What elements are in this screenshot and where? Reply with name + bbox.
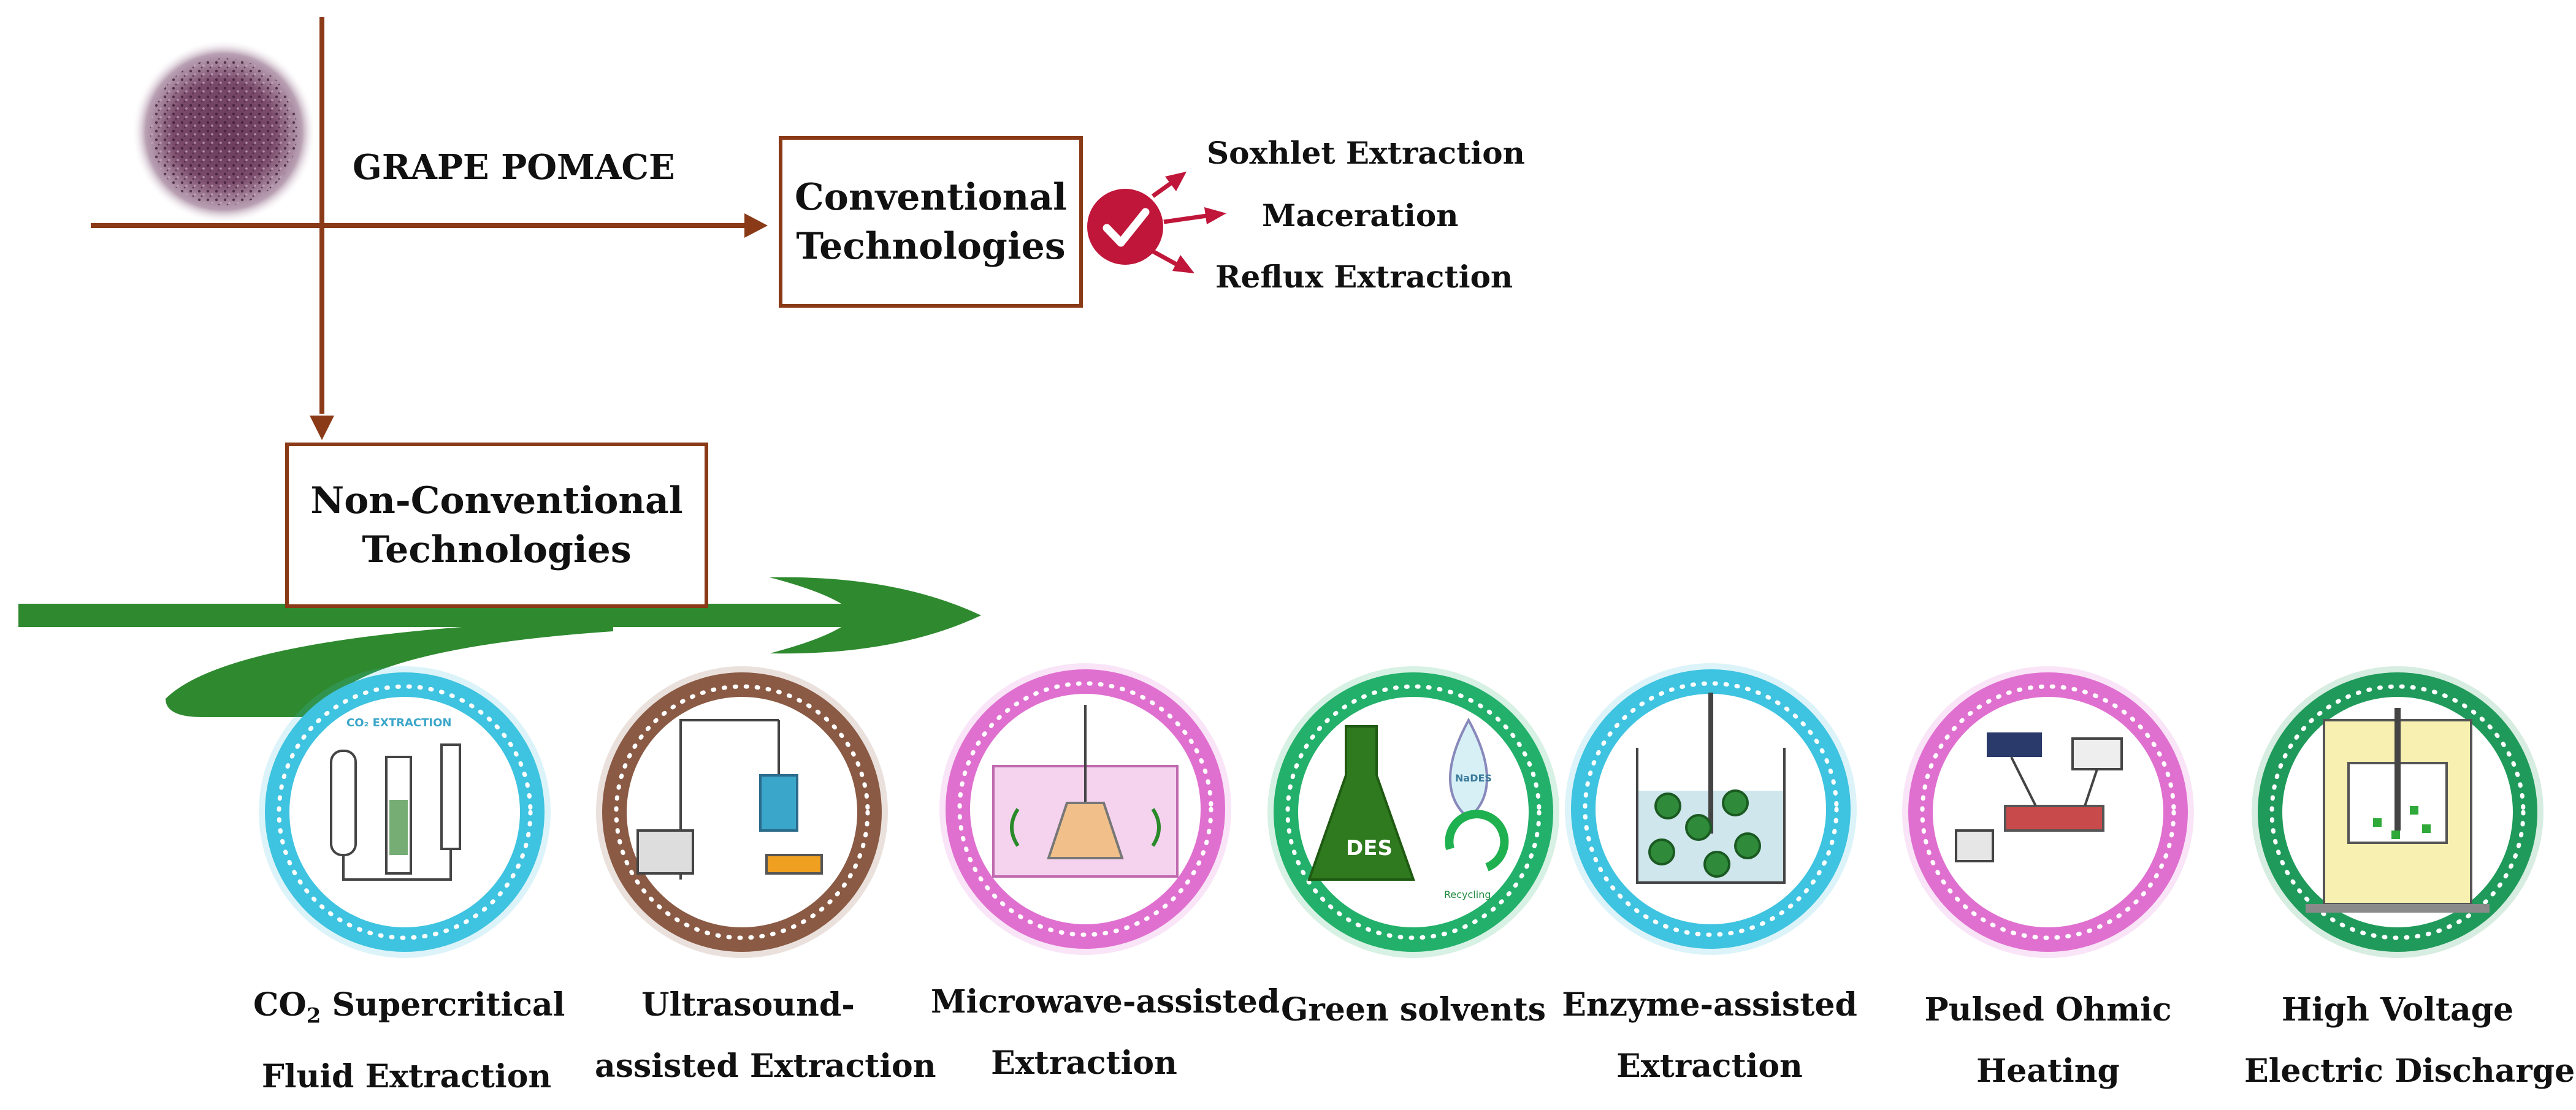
- green-flow-arrow: [18, 577, 981, 717]
- caption-pulsed-ohmic: Pulsed Ohmic Heating: [1924, 991, 2172, 1090]
- check-circle-icon: [1087, 189, 1163, 265]
- des-flask-recycle-badge: DES NaDES Recycling: [1267, 666, 1559, 958]
- flow-connector: [91, 17, 748, 414]
- caption-high-voltage: High Voltage Electric Discharge: [2244, 991, 2575, 1090]
- discharge-chamber-icon: [2306, 708, 2490, 913]
- grape-pomace-image: [132, 40, 316, 224]
- enzyme-reactor-icon: [1636, 693, 1786, 884]
- des-flask-recycle-icon: DES NaDES Recycling: [1307, 717, 1509, 900]
- discharge-chamber-badge: [2252, 666, 2544, 958]
- ultrasound-probe-apparatus-badge: [596, 666, 888, 958]
- non-conventional-title-line2: Technologies: [362, 528, 632, 571]
- arrowhead-right: [744, 213, 768, 238]
- caption-microwave: Microwave-assisted Extraction: [931, 983, 1280, 1082]
- arrowhead-down: [310, 416, 334, 440]
- caption-co2-supercritical: CO2 Supercritical Fluid Extraction: [253, 986, 565, 1096]
- branch-arrows: [1151, 172, 1226, 273]
- method-soxhlet-extraction: Soxhlet Extraction: [1207, 135, 1525, 171]
- caption-enzyme: Enzyme-assisted Extraction: [1562, 986, 1857, 1085]
- enzyme-reactor-badge: [1565, 663, 1857, 955]
- conventional-technologies-box: Conventional Technologies: [779, 136, 1083, 308]
- method-maceration: Maceration: [1262, 197, 1459, 234]
- ohmic-heating-setup-icon: [1955, 732, 2123, 862]
- non-conventional-technologies-box: Non-Conventional Technologies: [285, 443, 708, 608]
- co2-extraction-apparatus-badge: CO₂ EXTRACTION: [259, 666, 551, 958]
- svg-text:NaDES: NaDES: [1455, 772, 1492, 784]
- method-reflux-extraction: Reflux Extraction: [1215, 259, 1513, 295]
- svg-text:CO₂ EXTRACTION: CO₂ EXTRACTION: [346, 717, 451, 729]
- svg-text:DES: DES: [1346, 836, 1393, 861]
- microwave-reactor-badge: [939, 663, 1231, 955]
- conventional-title-line2: Technologies: [796, 225, 1066, 268]
- grape-pomace-label: GRAPE POMACE: [353, 147, 675, 188]
- conventional-title-line1: Conventional: [795, 176, 1067, 219]
- co2-extraction-apparatus-icon: CO₂ EXTRACTION: [330, 717, 461, 881]
- caption-ultrasound: Ultrasound- assisted Extraction: [595, 986, 936, 1085]
- ohmic-heating-setup-badge: [1902, 666, 2194, 958]
- microwave-reactor-icon: [992, 705, 1179, 878]
- svg-text:Recycling: Recycling: [1444, 889, 1491, 900]
- ultrasound-probe-apparatus-icon: [636, 719, 823, 880]
- caption-green-solvents: Green solvents: [1281, 991, 1546, 1028]
- non-conventional-title-line1: Non-Conventional: [310, 479, 683, 522]
